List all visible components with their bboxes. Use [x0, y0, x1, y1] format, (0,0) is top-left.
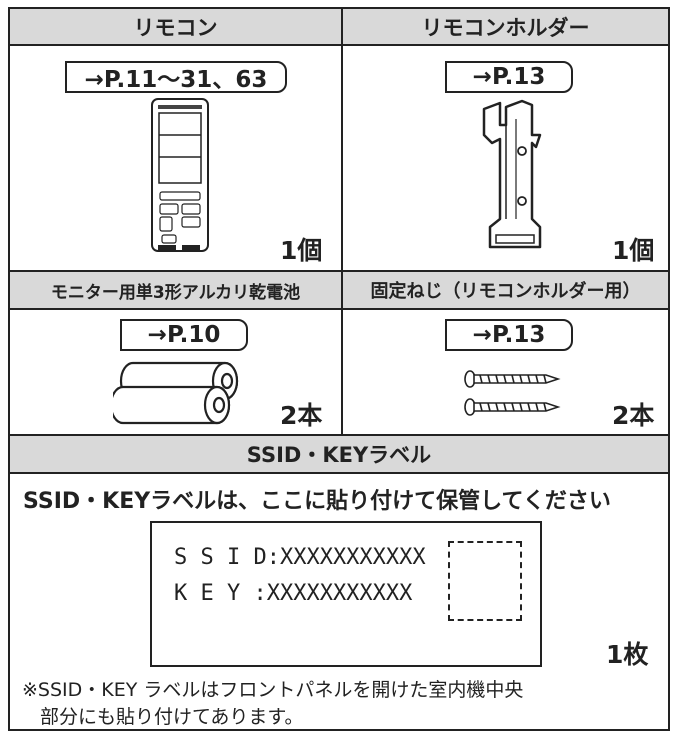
divider	[10, 434, 668, 436]
ssid-instruction: SSID・KEYラベルは、ここに貼り付けて保管してください	[23, 489, 611, 514]
batteries-illustration	[113, 361, 239, 425]
quantity-holder: 1個	[612, 236, 655, 265]
quantity-ssid-label: 1枚	[606, 640, 649, 669]
screws-illustration	[464, 370, 561, 416]
item-header-holder: リモコンホルダー	[343, 9, 668, 44]
page-ref-holder: →P.13	[445, 61, 573, 93]
ssid-label-box: S S I D:XXXXXXXXXXX K E Y :XXXXXXXXXXX	[150, 521, 542, 667]
column-divider	[341, 9, 343, 434]
divider	[10, 44, 668, 46]
label-placeholder	[448, 541, 522, 621]
remote-control-illustration	[151, 98, 209, 252]
page-ref-screws: →P.13	[445, 319, 573, 351]
item-header-screws: 固定ねじ（リモコンホルダー用）	[343, 272, 668, 308]
divider	[10, 270, 668, 272]
footnote-line-1: ※SSID・KEY ラベルはフロントパネルを開けた室内機中央	[22, 679, 524, 701]
quantity-batteries: 2本	[280, 401, 323, 430]
key-line: K E Y :XXXXXXXXXXX	[174, 581, 413, 606]
item-header-remote: リモコン	[10, 9, 341, 44]
remote-holder-illustration	[482, 99, 542, 249]
page-ref-remote: →P.11〜31、63	[65, 61, 287, 93]
quantity-remote: 1個	[280, 236, 323, 265]
quantity-screws: 2本	[612, 401, 655, 430]
item-header-batteries: モニター用単3形アルカリ乾電池	[10, 272, 341, 308]
page-ref-batteries: →P.10	[120, 319, 248, 351]
divider	[10, 472, 668, 474]
divider	[10, 308, 668, 310]
footnote-line-2: 部分にも貼り付けてあります。	[40, 706, 304, 728]
ssid-line: S S I D:XXXXXXXXXXX	[174, 545, 426, 570]
accessory-table: リモコン リモコンホルダー →P.11〜31、63 →P.13 1個 1個 モニ…	[8, 7, 670, 731]
ssid-section-header: SSID・KEYラベル	[10, 436, 668, 472]
